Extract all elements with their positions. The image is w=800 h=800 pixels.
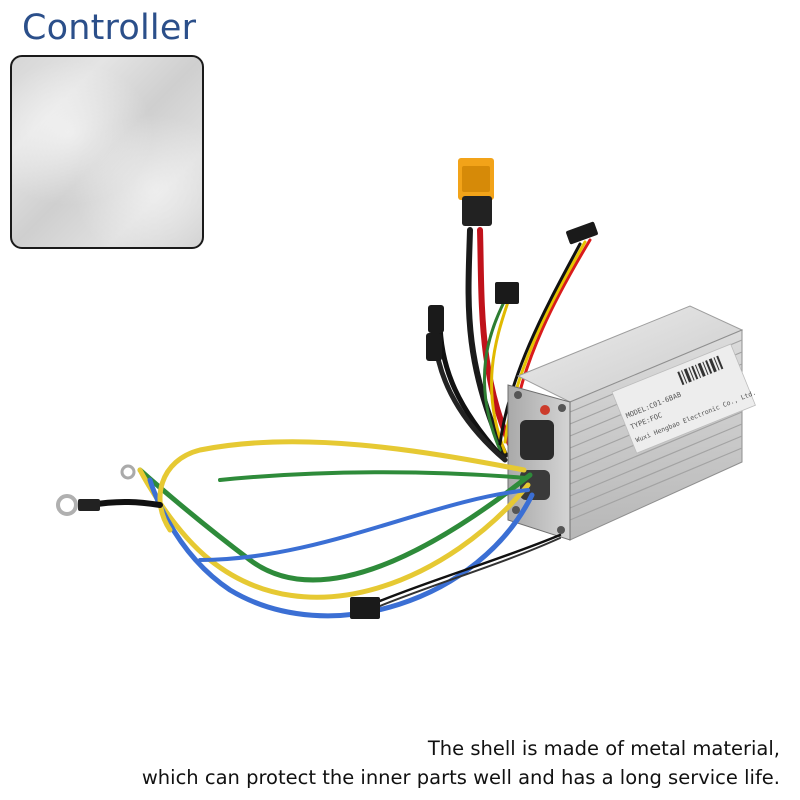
material-swatch xyxy=(10,55,204,249)
page-title: Controller xyxy=(22,8,197,48)
caption-line-1: The shell is made of metal material, xyxy=(427,737,780,760)
caption-line-2: which can protect the inner parts well a… xyxy=(141,766,780,789)
caption: The shell is made of metal material, whi… xyxy=(142,734,780,792)
